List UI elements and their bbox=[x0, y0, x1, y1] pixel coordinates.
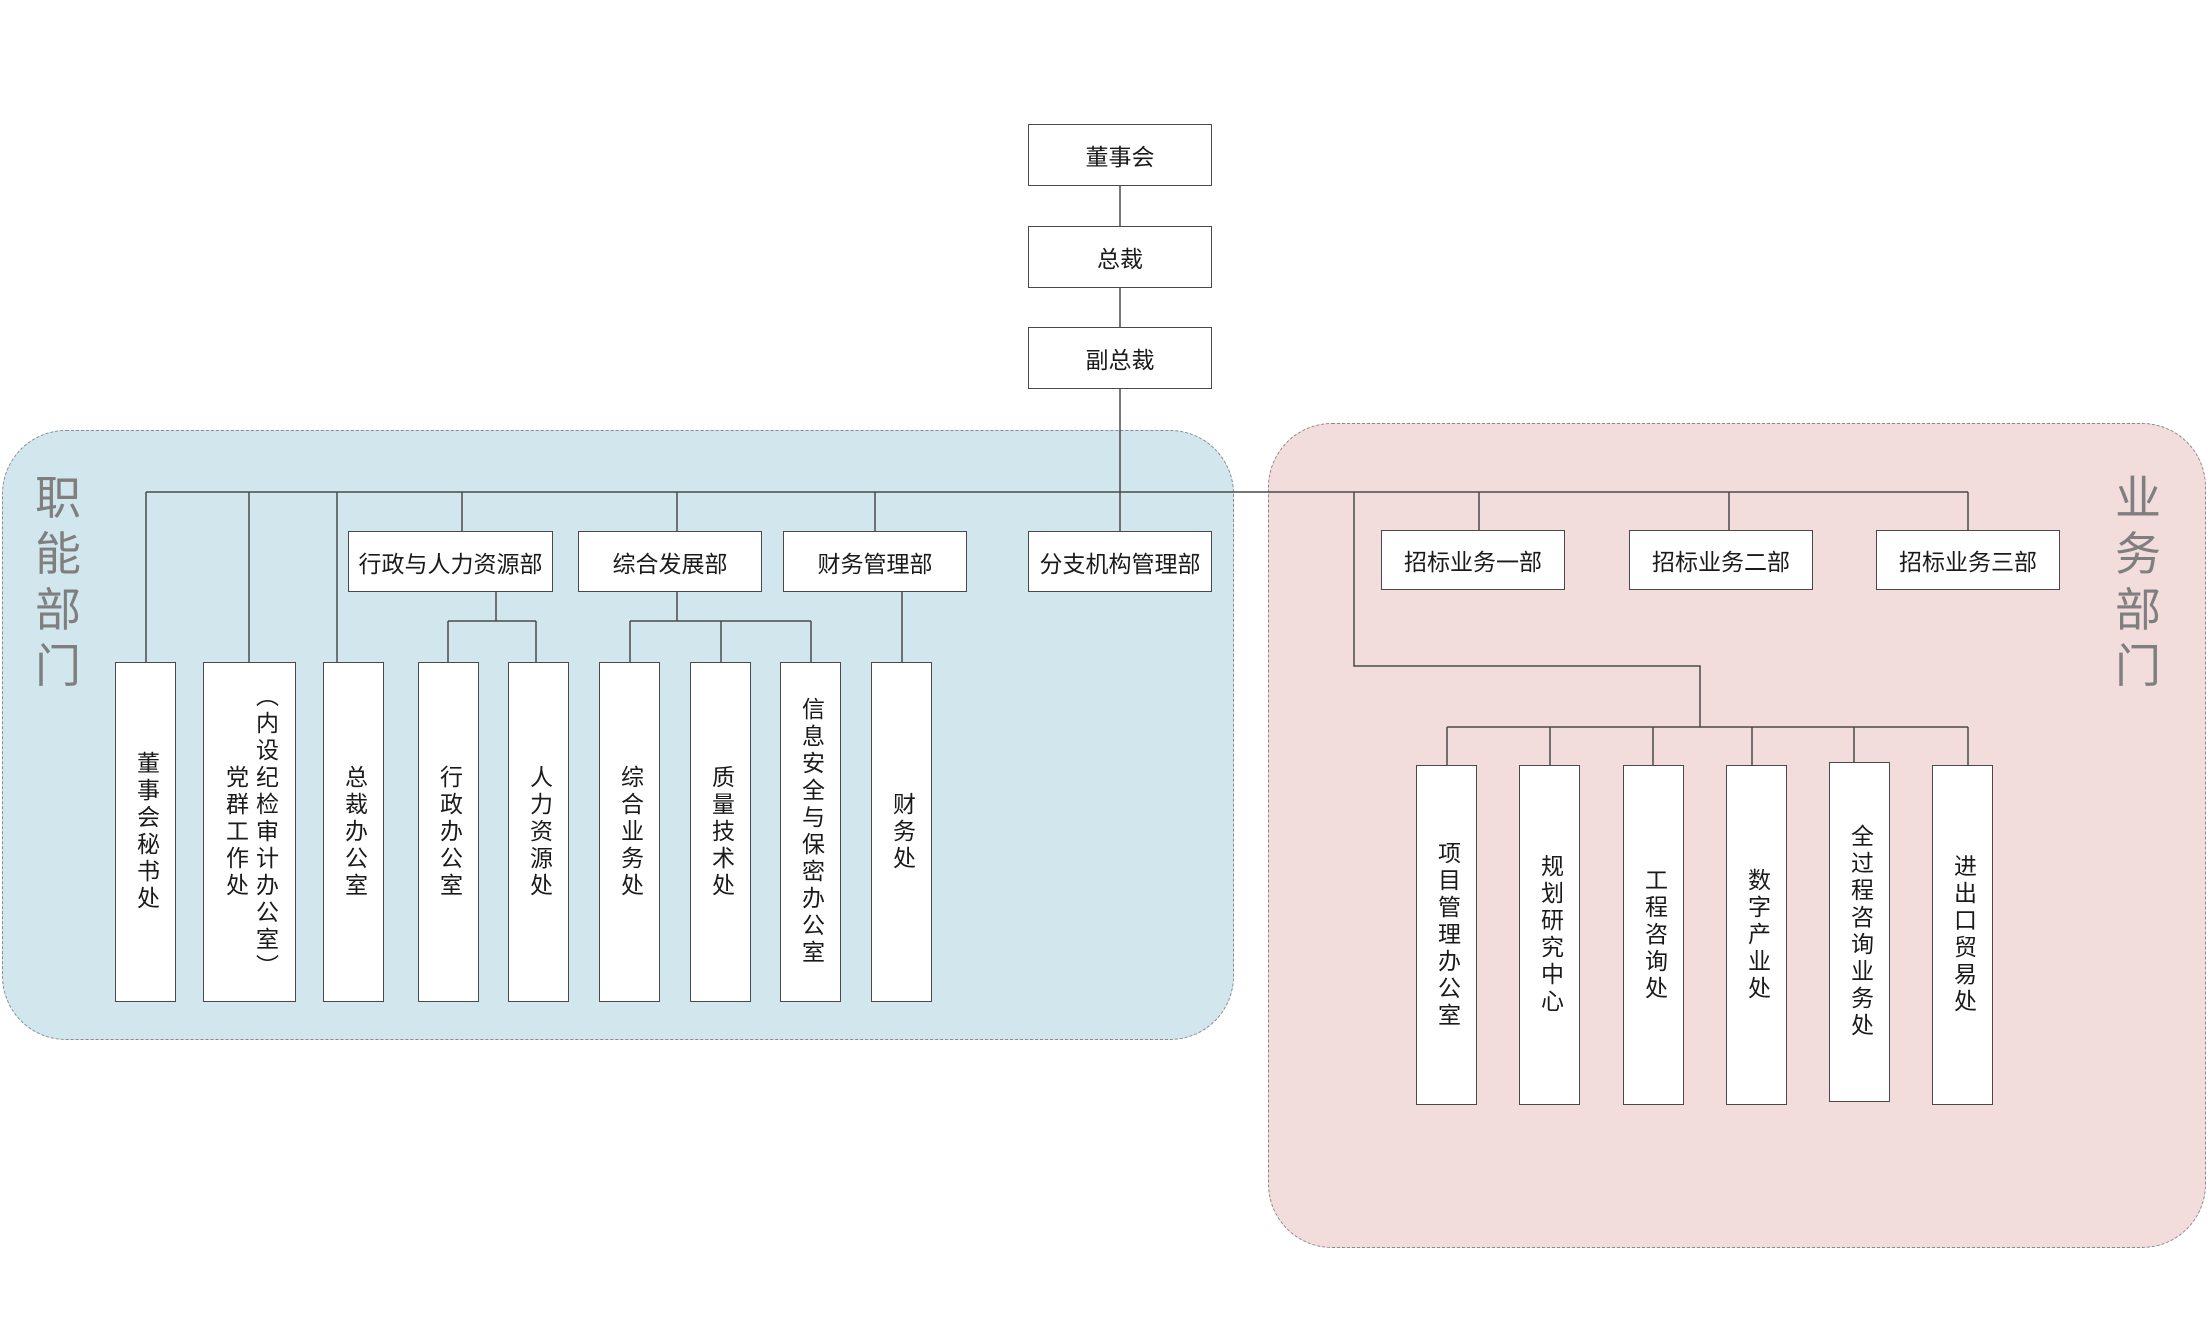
digital-industry-box: 数字产业处 bbox=[1726, 765, 1787, 1105]
import-export-box: 进出口贸易处 bbox=[1932, 765, 1993, 1105]
quality-tech-label: 质量技术处 bbox=[707, 764, 734, 900]
dev-dept-box: 综合发展部 bbox=[578, 531, 762, 592]
bid2-dept-box: 招标业务二部 bbox=[1629, 530, 1813, 590]
president-label: 总裁 bbox=[1097, 247, 1143, 273]
bid1-dept-label: 招标业务一部 bbox=[1404, 550, 1542, 576]
bid3-dept-label: 招标业务三部 bbox=[1899, 550, 2037, 576]
bid2-dept-label: 招标业务二部 bbox=[1652, 550, 1790, 576]
finance-dept-box: 财务管理部 bbox=[783, 531, 967, 592]
vice-president-box: 副总裁 bbox=[1028, 327, 1212, 389]
planning-research-label: 规划研究中心 bbox=[1536, 854, 1563, 1016]
bid1-dept-box: 招标业务一部 bbox=[1381, 530, 1565, 590]
finance-office-label: 财务处 bbox=[888, 791, 915, 873]
hr-office-box: 人力资源处 bbox=[508, 662, 569, 1002]
board-secretary-label: 董事会秘书处 bbox=[132, 751, 159, 913]
info-security-box: 信息安全与保密办公室 bbox=[780, 662, 841, 1002]
bid3-dept-box: 招标业务三部 bbox=[1876, 530, 2060, 590]
admin-office-label: 行政办公室 bbox=[435, 764, 462, 900]
board-box: 董事会 bbox=[1028, 124, 1212, 186]
hr-office-label: 人力资源处 bbox=[525, 764, 552, 900]
finance-dept-label: 财务管理部 bbox=[817, 551, 933, 578]
board-label: 董事会 bbox=[1085, 145, 1155, 171]
digital-industry-label: 数字产业处 bbox=[1743, 867, 1770, 1003]
admin-hr-dept-box: 行政与人力资源部 bbox=[348, 531, 553, 592]
whole-process-label: 全过程咨询业务处 bbox=[1846, 824, 1873, 1040]
president-office-label: 总裁办公室 bbox=[340, 764, 367, 900]
quality-tech-box: 质量技术处 bbox=[690, 662, 751, 1002]
party-office-label-line2: （内设纪检审计办公室） bbox=[251, 683, 278, 981]
branch-dept-label: 分支机构管理部 bbox=[1039, 551, 1201, 578]
import-export-label: 进出口贸易处 bbox=[1949, 854, 1976, 1016]
admin-office-box: 行政办公室 bbox=[418, 662, 479, 1002]
admin-hr-dept-label: 行政与人力资源部 bbox=[358, 551, 543, 578]
connector-biz-sub bbox=[1446, 726, 1969, 765]
vice-president-label: 副总裁 bbox=[1085, 348, 1155, 374]
finance-office-box: 财务处 bbox=[871, 662, 932, 1002]
planning-research-box: 规划研究中心 bbox=[1519, 765, 1580, 1105]
general-business-label: 综合业务处 bbox=[616, 764, 643, 900]
connector-admin-hr-sub bbox=[447, 592, 537, 662]
party-office-box: 党群工作处（内设纪检审计办公室） bbox=[203, 662, 296, 1002]
project-mgmt-label: 项目管理办公室 bbox=[1433, 840, 1460, 1030]
president-box: 总裁 bbox=[1028, 226, 1212, 288]
connector-dev-sub bbox=[629, 592, 812, 662]
party-office-label-line1: 党群工作处 bbox=[221, 764, 248, 900]
engineering-consult-label: 工程咨询处 bbox=[1640, 867, 1667, 1003]
board-secretary-box: 董事会秘书处 bbox=[115, 662, 176, 1002]
connector-biz-branch bbox=[1353, 492, 1701, 727]
engineering-consult-box: 工程咨询处 bbox=[1623, 765, 1684, 1105]
dev-dept-label: 综合发展部 bbox=[612, 551, 728, 578]
project-mgmt-box: 项目管理办公室 bbox=[1416, 765, 1477, 1105]
general-business-box: 综合业务处 bbox=[599, 662, 660, 1002]
functional-departments-label: 职能部门 bbox=[35, 471, 81, 693]
business-departments-label: 业务部门 bbox=[2115, 471, 2161, 693]
info-security-label: 信息安全与保密办公室 bbox=[797, 697, 824, 967]
whole-process-box: 全过程咨询业务处 bbox=[1829, 762, 1890, 1102]
branch-dept-box: 分支机构管理部 bbox=[1028, 531, 1212, 592]
president-office-box: 总裁办公室 bbox=[323, 662, 384, 1002]
